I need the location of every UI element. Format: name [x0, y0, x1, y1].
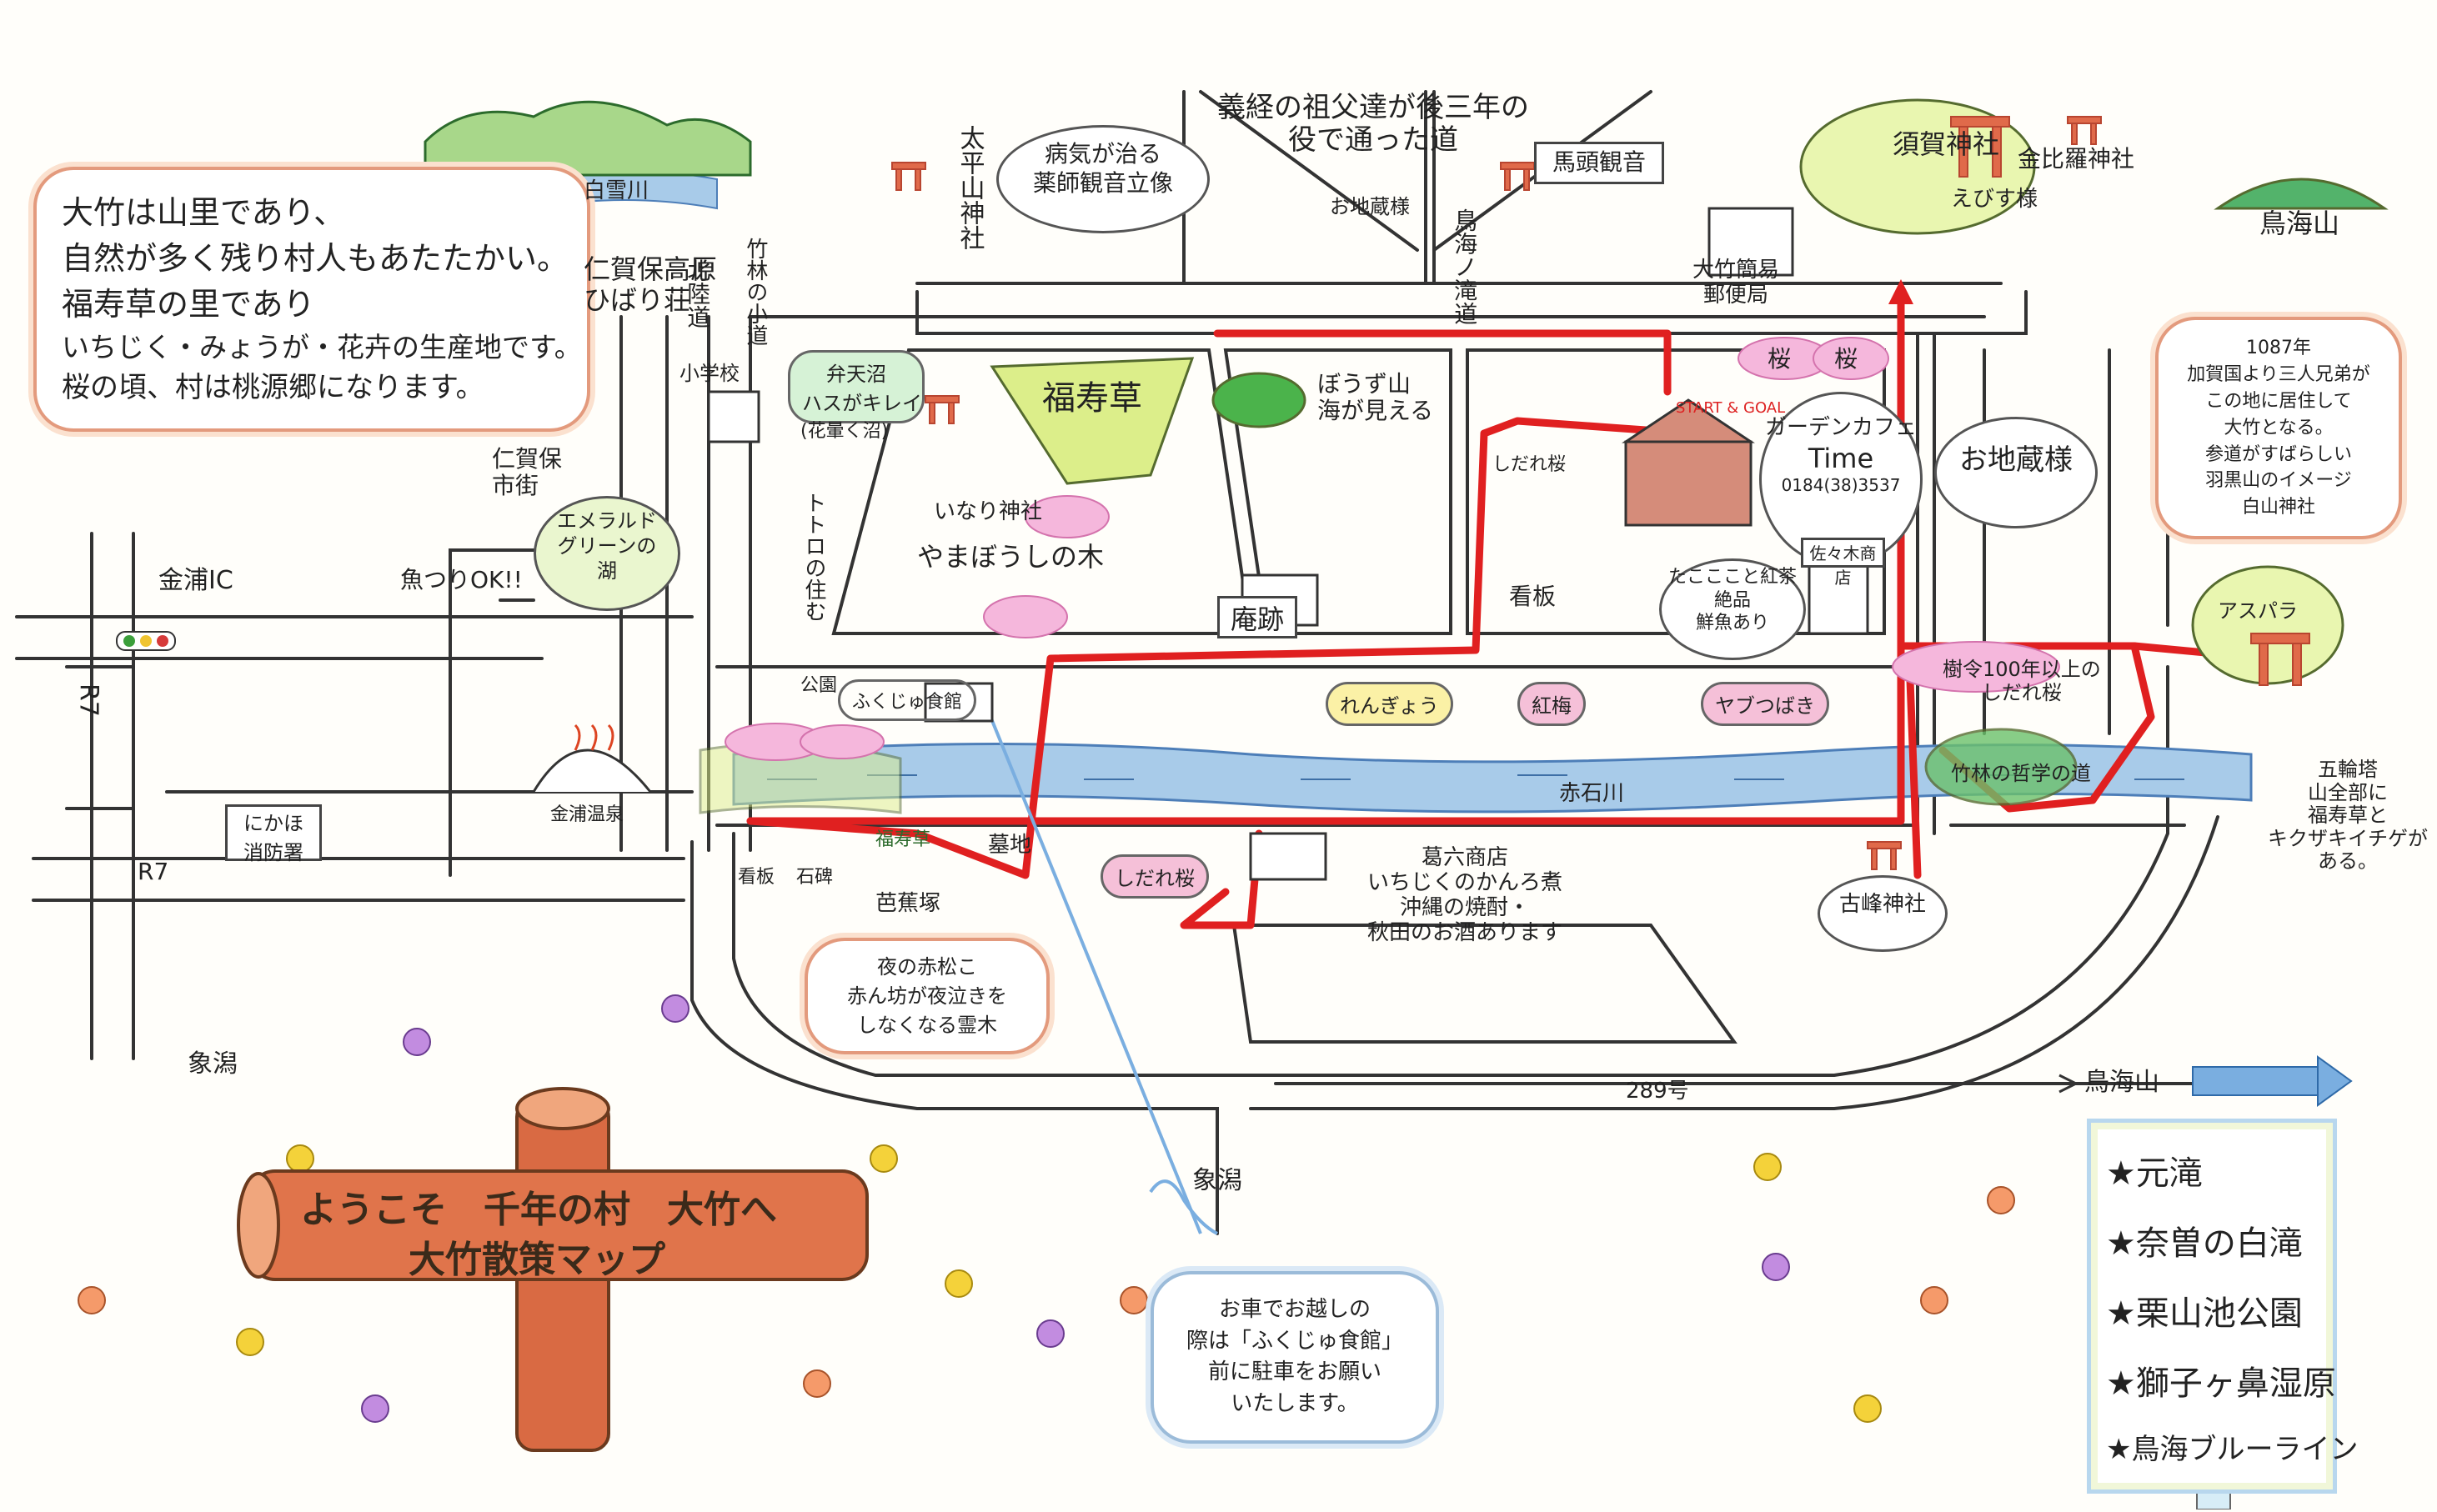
spot-item: ★元滝	[2106, 1154, 2203, 1193]
traffic-light-icon	[116, 631, 176, 651]
spot-item: ★鳥海ブルーライン	[2106, 1433, 2359, 1466]
label-r7-road: R7	[73, 683, 103, 717]
torii-icons	[891, 116, 2310, 870]
parking-swirl	[1149, 1179, 1218, 1235]
label-anseki: 庵跡	[1217, 596, 1297, 638]
label-furumine: 古峰神社	[1818, 875, 1948, 952]
label-fukujuso: 福寿草	[1042, 379, 1142, 418]
river	[732, 743, 2253, 814]
label-fishing: 魚つりOK!!	[400, 566, 523, 593]
intro-line-2: 自然が多く残り村人もあたたかい。	[62, 240, 569, 278]
parking-note: お車でお越しの 際は「ふくじゅ食館」 前に駐車をお願い いたします。	[1151, 1271, 1439, 1444]
label-konpira: 金比羅神社	[2018, 145, 2135, 173]
label-sakura-2: 桜	[1834, 345, 1858, 373]
label-park: 公園	[800, 675, 838, 696]
label-ojizo-large: お地蔵様	[1934, 417, 2098, 528]
route-289-arrow	[2051, 1074, 2079, 1094]
label-benten-numa: 弁天沼 ハスがキレイ	[788, 350, 925, 423]
label-sekihi: 石碑	[796, 867, 834, 888]
label-bato-kannon: 馬頭観音	[1534, 142, 1664, 184]
label-asupara: アスパラ	[2218, 599, 2298, 623]
label-r7: R7	[138, 858, 169, 885]
flower-decorations	[78, 994, 2015, 1423]
spot-item: ★栗山池公園	[2106, 1294, 2303, 1333]
label-to-kisakata-center: 象潟	[1192, 1166, 1242, 1195]
spot-item: ★奈曽の白滝	[2106, 1224, 2303, 1263]
label-hakusan-jinja: 1087年 加賀国より三人兄弟が この地に居住して 大竹となる。 参道がすばらし…	[2155, 317, 2402, 540]
label-shidare-small: しだれ桜	[1492, 454, 1567, 475]
chokaisan-arrow	[2192, 1055, 2353, 1107]
intro-line-5: 桜の頃、村は桃源郷になります。	[62, 371, 484, 405]
map-title-line-1: ようこそ 千年の村 大竹へ	[300, 1189, 777, 1231]
label-nikaho-kogen: 仁賀保高原 ひばり荘	[584, 253, 718, 316]
intro-line-1: 大竹は山里であり、	[62, 194, 346, 231]
label-post-office: 大竹簡易 郵便局	[1692, 258, 1780, 308]
label-start-goal: START & GOAL	[1676, 399, 1786, 417]
label-inari: いなり神社	[934, 499, 1043, 524]
green-areas	[699, 98, 2389, 814]
nearby-spots-sign: ★元滝 ★奈曽の白滝 ★栗山池公園 ★獅子ヶ鼻湿原 ★鳥海ブルーライン	[2087, 1119, 2359, 1494]
label-ebisu: えびす様	[1951, 187, 2038, 212]
log-sign	[237, 1087, 869, 1452]
label-to-nikaho: 仁賀保 市街	[492, 445, 563, 500]
label-to-chokaisan: 鳥海山	[2084, 1068, 2159, 1097]
label-chokaisan-top: 鳥海山	[2259, 208, 2340, 239]
cafe-name: ガーデンカフェ	[1764, 415, 1917, 440]
label-old-road: 義経の祖父達が後三年の 役で通った道	[1217, 91, 1529, 158]
label-emerald-lake: エメラルド グリーンの 湖	[534, 496, 680, 611]
onsen-icon	[532, 723, 652, 793]
label-totoro: トトロの住む	[800, 492, 826, 622]
label-route-289: 289号	[1626, 1079, 1689, 1104]
spot-item: ★獅子ヶ鼻湿原	[2106, 1364, 2336, 1403]
label-fukuju-shokan: ふくじゅ食館	[838, 679, 977, 721]
cherry-trees	[725, 337, 2060, 761]
label-sasaki-note: たこここと紅茶 絶品 鮮魚あり	[1659, 558, 1806, 660]
label-chikurin: 竹林の哲学の道	[1951, 762, 2091, 785]
label-shirasegawa: 白雪川	[584, 178, 649, 203]
cafe-brand: Time	[1808, 442, 1874, 474]
label-suga-jinja: 須賀神社	[1893, 128, 2000, 160]
label-katsuroku: 葛六商店 いちじくのかんろ煮 沖縄の焼酎・ 秋田のお酒あります	[1367, 845, 1563, 945]
label-kobai: 紅梅	[1517, 682, 1586, 726]
label-basho: 芭蕉塚	[875, 891, 941, 916]
label-shidare-3: しだれ桜	[1101, 854, 1209, 899]
label-to-kisakata-left: 象潟	[188, 1049, 238, 1079]
label-konoura-ic: 金浦IC	[158, 566, 233, 595]
label-kanban-2: 看板	[738, 867, 775, 888]
cafe-phone: 0184(38)3537	[1781, 474, 1901, 495]
label-kanban: 看板	[1509, 583, 1557, 610]
label-konoura-onsen: 金浦温泉	[550, 804, 624, 825]
map-title-line-2: 大竹散策マップ	[409, 1239, 665, 1281]
label-bochi: 墓地	[988, 833, 1032, 858]
label-yonaki: 夜の赤松こ 赤ん坊が夜泣きを しなくなる霊木	[805, 938, 1050, 1055]
label-sasaki-shop: 佐々木商店	[1801, 538, 1885, 588]
intro-line-4: いちじく・みょうが・花卉の生産地です。	[62, 331, 582, 364]
label-river: 赤石川	[1559, 781, 1625, 806]
intro-line-3: 福寿草の里であり	[62, 286, 315, 323]
label-shimizu-fall: 鳥海ノ滝道	[1451, 208, 1479, 325]
parking-path	[982, 699, 1202, 1234]
label-gorin: 五輪塔 山全部に 福寿草と キクザキイチゲが ある。	[2268, 758, 2428, 874]
label-rengyo: れんぎょう	[1326, 682, 1453, 726]
label-taiheizan: 太平山神社	[955, 125, 985, 250]
intro-cloud: 大竹は山里であり、 自然が多く残り村人もあたたかい。 福寿草の里であり いちじく…	[33, 167, 590, 433]
label-fire-station: にかほ 消防署	[225, 804, 322, 864]
label-fukujuso-2: 福寿草	[875, 829, 931, 850]
label-bamboo-path: 竹林の小道	[742, 238, 768, 346]
label-yakushi: 病気が治る 薬師観音立像	[996, 125, 1210, 233]
label-yamabo: やまぼうしの木	[917, 541, 1105, 573]
walking-route	[746, 296, 2272, 929]
label-shidare-100: 樹令100年以上の しだれ桜	[1943, 658, 2101, 704]
label-hokuriku: 北陸道	[684, 258, 712, 328]
label-bozuyama: ぼうず山 海が見える	[1317, 370, 1434, 425]
label-hana-numa: (花暈く沼)	[800, 421, 889, 442]
label-school: 小学校	[679, 362, 740, 385]
label-tsubaki: ヤブつばき	[1701, 682, 1829, 726]
label-sakura-1: 桜	[1768, 345, 1792, 373]
label-ojizo-small: お地蔵様	[1330, 195, 1410, 218]
